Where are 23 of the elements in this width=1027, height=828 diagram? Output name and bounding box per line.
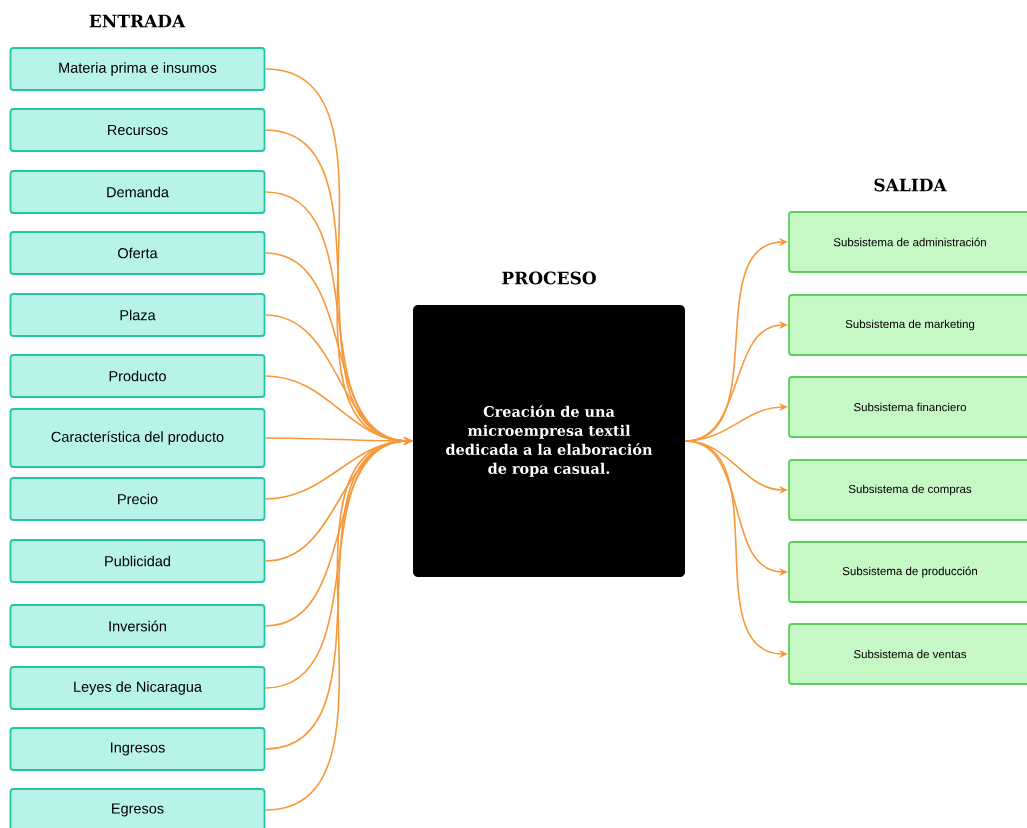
heading: ENTRADA: [89, 14, 186, 28]
input-box: Demanda: [9, 170, 266, 214]
heading: SALIDA: [874, 178, 947, 192]
input-box: Plaza: [9, 293, 266, 337]
output-box: Subsistema de producción: [788, 541, 1027, 603]
input-box: Característica del producto: [9, 408, 266, 468]
output-box: Subsistema financiero: [788, 376, 1027, 438]
input-box: Oferta: [9, 231, 266, 275]
output-box: Subsistema de compras: [788, 459, 1027, 521]
input-box: Inversión: [9, 604, 266, 648]
output-box: Subsistema de ventas: [788, 623, 1027, 685]
input-box: Leyes de Nicaragua: [9, 666, 266, 710]
input-box: Ingresos: [9, 727, 266, 771]
output-box: Subsistema de administración: [788, 211, 1027, 273]
heading: PROCESO: [502, 271, 596, 285]
input-box: Producto: [9, 354, 266, 398]
input-box: Recursos: [9, 108, 266, 152]
input-box: Materia prima e insumos: [9, 47, 266, 91]
input-box: Egresos: [9, 788, 266, 828]
process-box: Creación de una microempresa textil dedicada a la elaboración de ropa casual.: [413, 305, 685, 577]
input-box: Publicidad: [9, 539, 266, 583]
input-box: Precio: [9, 477, 266, 521]
output-box: Subsistema de marketing: [788, 294, 1027, 356]
